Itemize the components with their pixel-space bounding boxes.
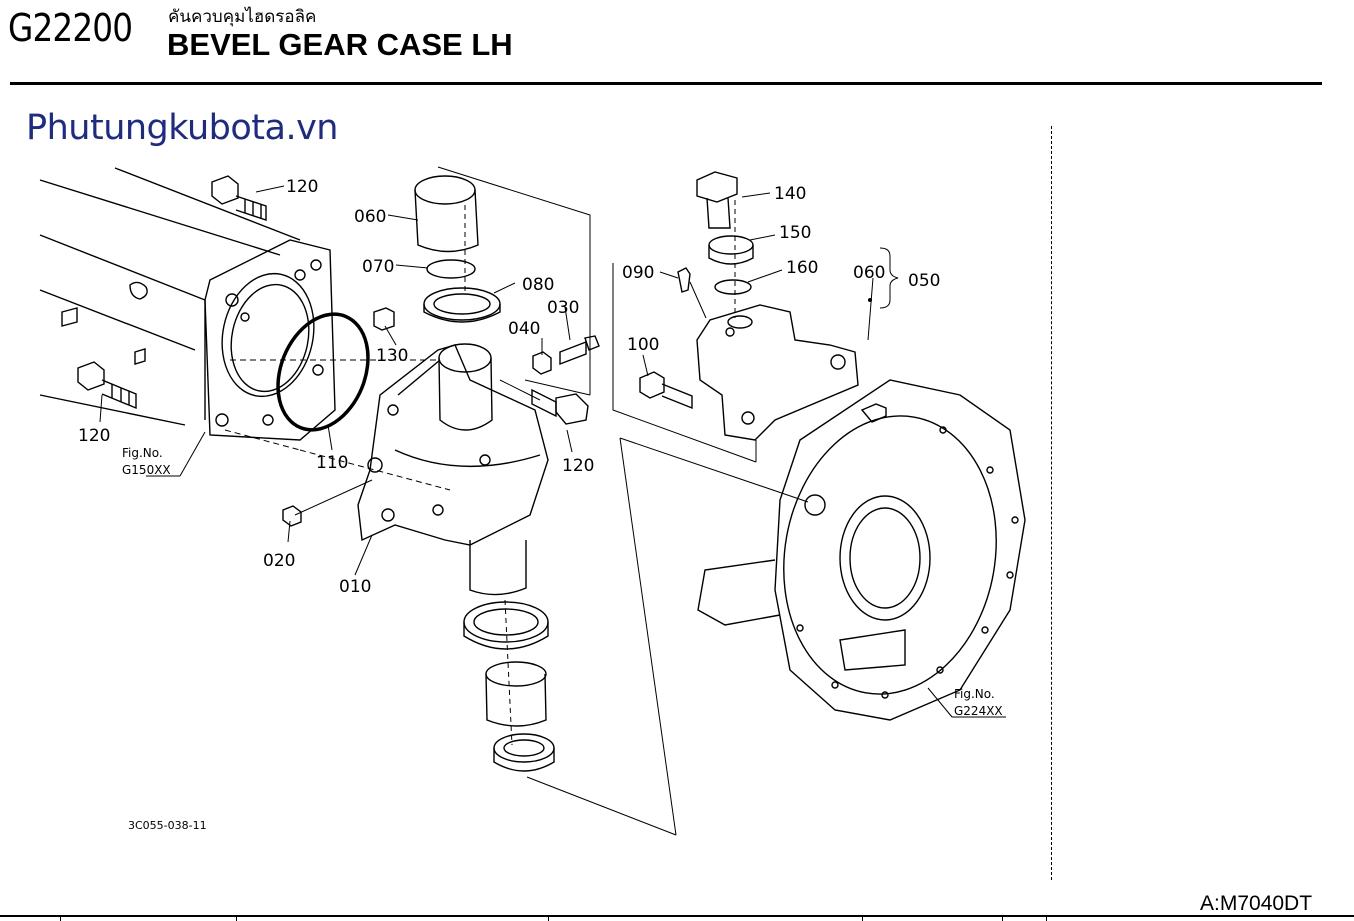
callout-040: 040 — [508, 319, 540, 339]
bearing-lower — [485, 661, 547, 727]
callout-060-top: 060 — [354, 207, 386, 227]
callout-120-right: 120 — [562, 456, 594, 476]
footer-tick — [548, 915, 549, 921]
callout-020: 020 — [263, 551, 295, 571]
watermark: Phutungkubota.vn — [26, 108, 338, 148]
page-title: BEVEL GEAR CASE LH — [167, 27, 513, 62]
callout-160: 160 — [786, 258, 818, 278]
bolt-120-left — [77, 361, 137, 410]
o-ring-070 — [426, 259, 476, 279]
fig-ref-right-label: Fig.No. — [954, 687, 995, 701]
page-code: G22200 — [8, 6, 133, 50]
assembly-lines — [224, 166, 809, 836]
knuckle-arm — [696, 304, 859, 441]
callout-090: 090 — [622, 263, 654, 283]
nut-040 — [532, 351, 552, 375]
axle-case — [39, 167, 336, 441]
drawing-reference: 3C055-038-11 — [128, 819, 207, 832]
bolt-120-top — [211, 175, 267, 221]
footer-tick — [862, 915, 863, 921]
footer-tick — [1046, 915, 1047, 921]
callout-150: 150 — [779, 223, 811, 243]
leader-lines — [99, 185, 1006, 718]
assembly-dot — [868, 298, 872, 302]
panel-divider — [1051, 126, 1052, 880]
o-ring-110 — [276, 312, 370, 432]
fig-ref-left-label: Fig.No. — [122, 446, 163, 460]
callout-120-top: 120 — [286, 177, 318, 197]
callout-060-right: 060 — [853, 263, 885, 283]
washer-160 — [714, 279, 752, 295]
model-code: A:M7040DT — [1200, 892, 1313, 915]
bolt-030 — [559, 335, 600, 366]
callout-010: 010 — [339, 577, 371, 597]
wheel-housing — [697, 379, 1026, 721]
bushing-060 — [414, 175, 479, 253]
callout-050: 050 — [908, 271, 940, 291]
callout-120-left: 120 — [78, 426, 110, 446]
seal-lower — [463, 601, 549, 650]
nut-020 — [282, 505, 302, 527]
callout-070: 070 — [362, 257, 394, 277]
callout-100: 100 — [627, 335, 659, 355]
collar-150 — [708, 235, 754, 265]
grease-nipple-090 — [677, 267, 691, 293]
callout-110: 110 — [316, 453, 348, 473]
bolt-140 — [696, 171, 738, 229]
fig-ref-left-value: G150XX — [122, 463, 171, 477]
footer-tick — [60, 915, 61, 921]
header-rule — [10, 82, 1322, 85]
callout-080: 080 — [522, 275, 554, 295]
bolt-120-right — [531, 388, 589, 425]
seal-080 — [423, 287, 501, 323]
footer-tick — [1002, 915, 1003, 921]
page-title-thai: คันควบคุมไฮดรอลิค — [168, 7, 317, 27]
footer-tick — [236, 915, 237, 921]
pin-130 — [373, 307, 395, 331]
fig-ref-right-value: G224XX — [954, 704, 1003, 718]
bevel-gear-case — [357, 343, 549, 596]
callout-130: 130 — [376, 346, 408, 366]
callout-140: 140 — [774, 184, 806, 204]
bolt-100 — [639, 371, 693, 410]
footer-rule — [0, 915, 1354, 917]
thrust-bearing — [493, 733, 555, 772]
callout-030: 030 — [547, 298, 579, 318]
